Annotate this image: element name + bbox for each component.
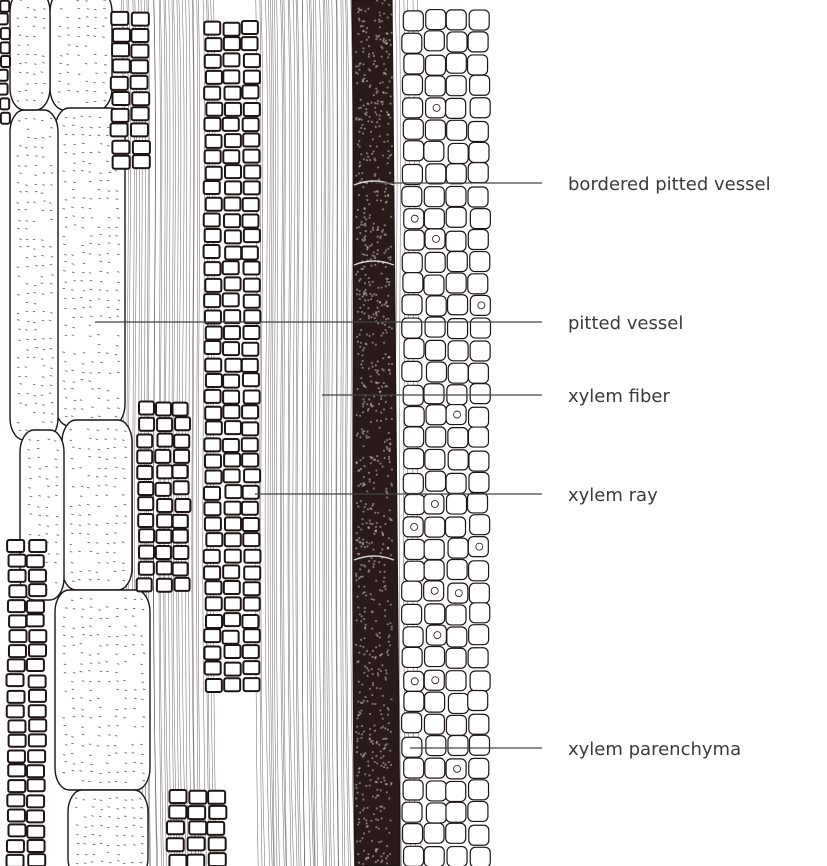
label-pitted-vessel: pitted vessel [568, 313, 683, 334]
tissue-drawing [0, 0, 490, 866]
label-xylem-ray: xylem ray [568, 485, 658, 506]
label-xylem-parenchyma: xylem parenchyma [568, 739, 741, 760]
xylem-parenchyma-cells [402, 10, 491, 866]
label-xylem-fiber: xylem fiber [568, 386, 670, 407]
label-bordered-pitted-vessel: bordered pitted vessel [568, 174, 771, 195]
bordered-pitted-vessel-band [352, 0, 400, 866]
